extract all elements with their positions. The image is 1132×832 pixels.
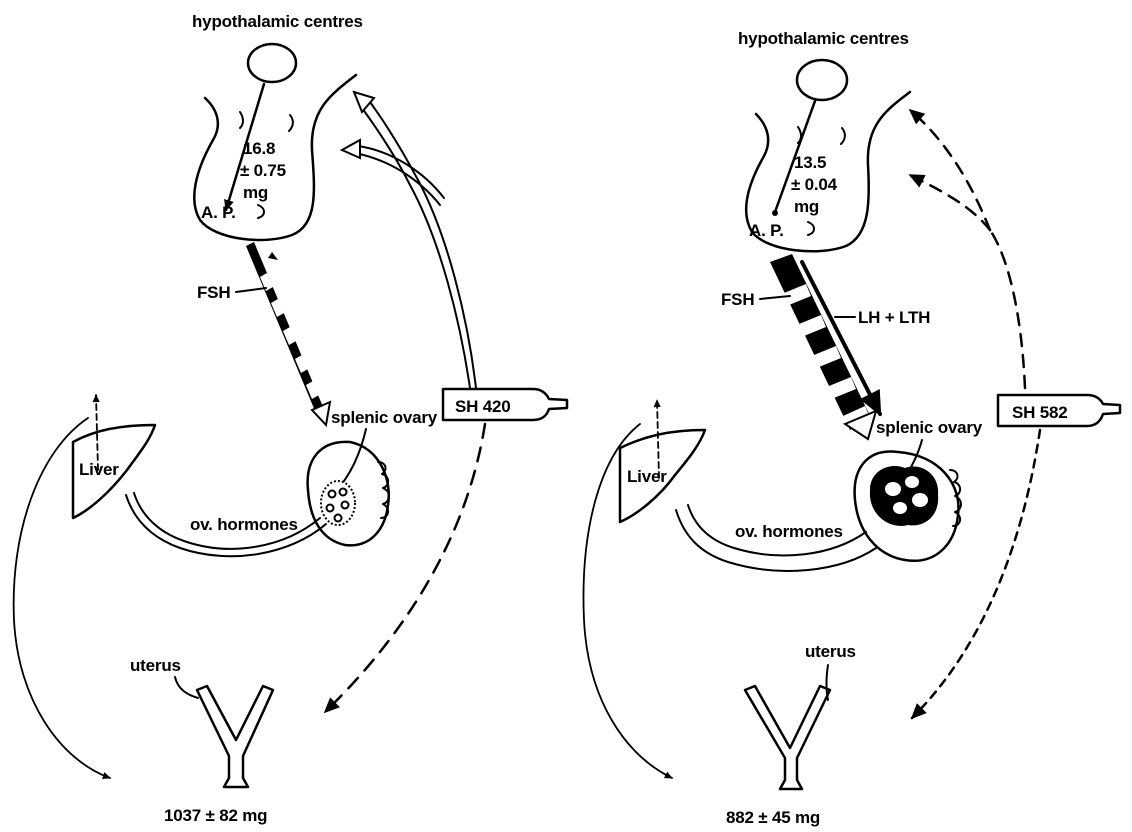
right-ovary-shape [855,452,961,561]
left-hypothalamus-shape [248,44,296,82]
left-fsh-label: FSH [197,283,230,302]
right-feedback-dashed-arrow-top [910,110,990,230]
left-hypothalamic-centres-label: hypothalamic centres [192,12,363,31]
left-ap-sd: ± 0.75 [240,161,286,180]
right-ap-sd: ± 0.04 [791,175,838,194]
left-ovary-label: splenic ovary [331,408,438,427]
left-panel: hypothalamic centres 16.8 ± 0.75 mg A. P… [14,12,567,825]
right-ap-value: 13.5 [794,153,826,172]
left-fsh-leader [236,288,266,292]
left-liver-label: Liver [79,460,119,479]
left-uterus-shape [197,686,273,787]
left-ap-unit: mg [243,183,268,202]
right-drug-to-uterus-arrow [912,430,1040,718]
right-fsh-leader [760,296,790,299]
right-fsh-label: FSH [721,290,754,309]
right-lh-label: LH + LTH [858,308,930,327]
left-fsh-arrow [246,242,330,425]
right-stalk-dot [772,210,778,216]
right-feedback-dashed-trunk [990,230,1025,388]
right-ap-unit: mg [794,197,819,216]
left-pituitary-mark [240,112,243,128]
right-ap-label: A. P. [749,221,784,240]
right-pituitary-mark [841,128,845,144]
left-drug-label: SH 420 [455,397,511,416]
right-hormones-label: ov. hormones [735,522,843,541]
left-hormones-label: ov. hormones [190,515,298,534]
left-ovary-pointer [337,429,366,490]
right-hypothalamus-shape [797,60,847,100]
right-liver-label: Liver [627,467,667,486]
left-uterus-label: uterus [130,656,181,675]
left-pituitary-mark [289,115,293,131]
right-uterus-shape [745,686,830,789]
left-drug-to-uterus-arrow [325,424,485,712]
right-fsh-arrow [770,254,876,439]
right-panel: hypothalamic centres 13.5 ± 0.04 mg A. P… [583,29,1120,827]
right-ap-mark [808,222,814,235]
right-drug-label: SH 582 [1012,403,1068,422]
left-ap-value: 16.8 [243,139,275,158]
right-uterus-weight: 882 ± 45 mg [726,808,820,827]
right-ovary-label: splenic ovary [876,418,983,437]
left-feedback-double-arrow [342,92,476,388]
left-uterus-weight: 1037 ± 82 mg [164,806,267,825]
left-uterus-leader [175,677,198,698]
right-hypothalamic-centres-label: hypothalamic centres [738,29,909,48]
right-uterus-label: uterus [805,642,856,661]
left-ap-mark [258,205,264,218]
left-ap-label: A. P. [201,203,236,222]
